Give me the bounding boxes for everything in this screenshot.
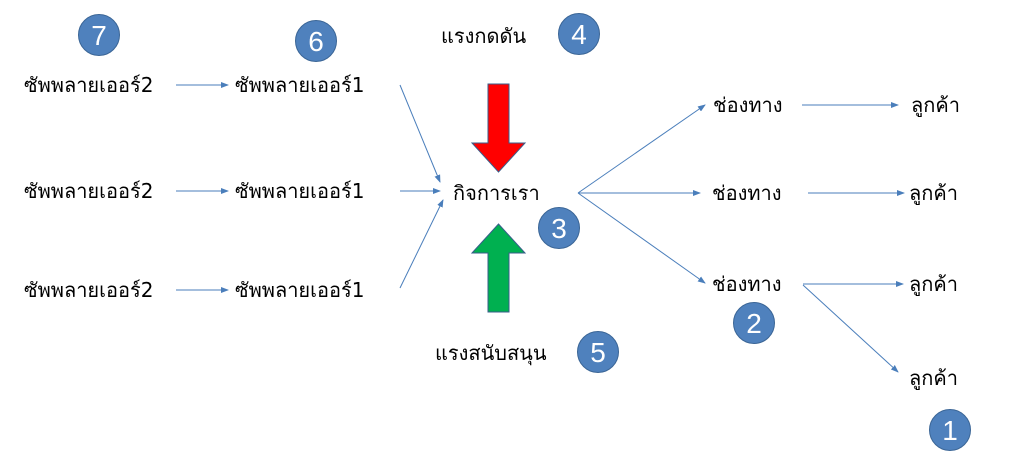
badge-supplier1: 6 bbox=[295, 20, 337, 62]
arrow-s1-biz-bot bbox=[399, 199, 444, 289]
channel-node: ช่องทาง bbox=[712, 272, 782, 296]
pressure-label: แรงกดดัน bbox=[441, 24, 527, 48]
badge-supplier2: 7 bbox=[78, 14, 120, 56]
customer-node: ลูกค้า bbox=[909, 272, 958, 296]
badge-customer: 1 bbox=[929, 409, 971, 451]
badge-business: 3 bbox=[538, 207, 580, 249]
channel-node: ช่องทาง bbox=[713, 93, 783, 117]
support-arrow-icon bbox=[470, 223, 527, 313]
supplier-tier2-node: ซัพพลายเออร์2 bbox=[24, 278, 154, 302]
customer-node: ลูกค้า bbox=[909, 366, 958, 390]
arrow-ch-cust-extra bbox=[802, 284, 899, 373]
supplier-tier2-node: ซัพพลายเออร์2 bbox=[24, 73, 154, 97]
channel-node: ช่องทาง bbox=[712, 181, 782, 205]
arrow-biz-ch-top bbox=[577, 104, 706, 194]
supplier-tier1-node: ซัพพลายเออร์1 bbox=[235, 179, 365, 203]
arrow-s1-biz-top bbox=[399, 84, 441, 183]
badge-pressure: 4 bbox=[558, 13, 600, 55]
business-node: กิจการเรา bbox=[453, 181, 540, 205]
customer-node: ลูกค้า bbox=[909, 181, 958, 205]
support-label: แรงสนับสนุน bbox=[435, 341, 547, 365]
pressure-arrow-icon bbox=[470, 83, 527, 173]
badge-support: 5 bbox=[577, 331, 619, 373]
supplier-tier1-node: ซัพพลายเออร์1 bbox=[235, 73, 365, 97]
badge-channel: 2 bbox=[733, 302, 775, 344]
supplier-tier2-node: ซัพพลายเออร์2 bbox=[24, 179, 154, 203]
supplier-tier1-node: ซัพพลายเออร์1 bbox=[235, 278, 365, 302]
customer-node: ลูกค้า bbox=[911, 93, 960, 117]
arrow-biz-ch-bot bbox=[577, 192, 706, 284]
